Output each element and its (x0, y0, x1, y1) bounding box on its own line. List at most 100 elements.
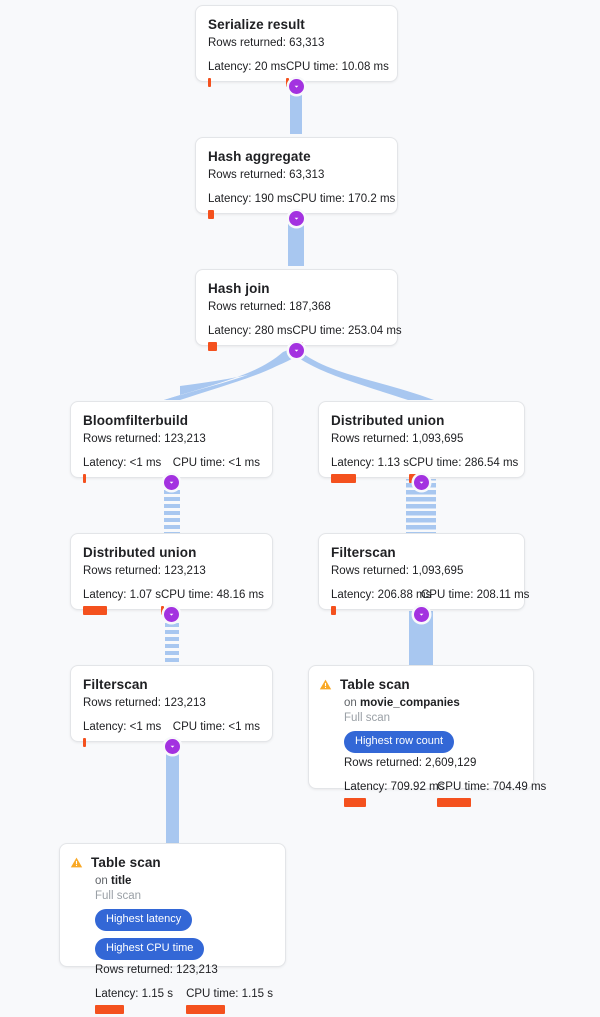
table-name: movie_companies (360, 697, 460, 709)
cpu-label: CPU time: 704.49 ms (437, 781, 547, 793)
chevron-down-icon-filterscan-right[interactable] (414, 607, 429, 622)
cpu-metric: CPU time: 48.16 ms (161, 588, 264, 615)
plan-node-distributed-union-right[interactable]: Distributed union Rows returned: 1,093,6… (318, 401, 525, 483)
scan-type: Full scan (344, 712, 391, 724)
plan-node-bloomfilterbuild[interactable]: Bloomfilterbuild Rows returned: 123,213 … (70, 401, 273, 483)
latency-label: Latency: 206.88 ms (331, 589, 432, 601)
edge-distributed-union-to-filterscan-left (165, 611, 179, 665)
node-title: Serialize result (208, 17, 305, 32)
rows-returned: Rows returned: 123,213 (83, 565, 206, 577)
node-title: Hash aggregate (208, 149, 311, 164)
chevron-down-icon-distributed-union-left[interactable] (164, 607, 179, 622)
latency-label: Latency: <1 ms (83, 721, 162, 733)
plan-node-filterscan-left[interactable]: Filterscan Rows returned: 123,213 Latenc… (70, 665, 273, 747)
node-title: Distributed union (331, 413, 445, 428)
node-title: Distributed union (83, 545, 197, 560)
cpu-label: CPU time: 1.15 s (186, 988, 273, 1000)
chevron-down-glyph (169, 481, 174, 484)
chevron-down-glyph (294, 349, 299, 352)
badge-list: Highest latency Highest CPU time (95, 909, 273, 960)
node-title: Filterscan (331, 545, 396, 560)
node-metrics: Latency: <1 ms CPU time: <1 ms (83, 720, 260, 747)
chevron-down-icon-hash-join[interactable] (289, 343, 304, 358)
node-header: Table scan (70, 854, 273, 874)
node-header: Filterscan (83, 676, 260, 693)
rows-returned: Rows returned: 187,368 (208, 301, 331, 313)
latency-metric: Latency: 20 ms (208, 60, 286, 87)
cpu-label: CPU time: 253.04 ms (292, 325, 402, 337)
plan-node-filterscan-right[interactable]: Filterscan Rows returned: 1,093,695 Late… (318, 533, 529, 615)
chevron-down-icon-serialize-result[interactable] (289, 79, 304, 94)
chevron-down-icon-bloomfilterbuild[interactable] (164, 475, 179, 490)
cpu-metric: CPU time: 10.08 ms (285, 60, 389, 87)
chevron-down-icon-hash-aggregate[interactable] (289, 211, 304, 226)
cpu-metric: CPU time: 208.11 ms (421, 588, 529, 615)
edge-bloomfilterbuild-to-distributed-union (164, 479, 180, 533)
latency-label: Latency: 1.13 s (331, 457, 409, 469)
latency-label: Latency: 709.92 ms (344, 781, 445, 793)
cpu-label: CPU time: 10.08 ms (285, 61, 389, 73)
cpu-metric: CPU time: <1 ms (172, 720, 260, 747)
node-header: Distributed union (83, 544, 260, 561)
plan-node-table-scan-movie-companies[interactable]: Table scan on movie_companies Full scan … (308, 665, 546, 807)
table-target: on movie_companies (344, 696, 521, 711)
status-badge-highest-latency[interactable]: Highest latency (95, 909, 193, 931)
cpu-bar (186, 1005, 226, 1014)
rows-returned: Rows returned: 2,609,129 (344, 757, 477, 769)
edge-serialize-to-hash-aggregate (290, 82, 302, 134)
latency-metric: Latency: <1 ms (83, 720, 173, 747)
chevron-down-glyph (170, 745, 175, 748)
node-title: Table scan (340, 677, 410, 692)
chevron-down-glyph (419, 613, 424, 616)
node-metrics: Latency: 1.07 s CPU time: 48.16 ms (83, 588, 264, 615)
latency-metric: Latency: <1 ms (83, 456, 173, 483)
latency-bar (83, 738, 86, 747)
cpu-metric: CPU time: 704.49 ms (437, 780, 546, 807)
latency-label: Latency: 1.07 s (83, 589, 161, 601)
cpu-label: CPU time: 48.16 ms (161, 589, 264, 601)
latency-label: Latency: 280 ms (208, 325, 293, 337)
node-metrics: Latency: 1.15 s CPU time: 1.15 s (95, 987, 273, 1014)
rows-returned: Rows returned: 63,313 (208, 169, 325, 181)
plan-node-distributed-union-left[interactable]: Distributed union Rows returned: 123,213… (70, 533, 273, 615)
status-badge-highest-row-count[interactable]: Highest row count (344, 731, 455, 753)
latency-metric: Latency: 1.15 s (95, 987, 186, 1014)
edge-hash-join-to-distributed-union (296, 350, 434, 400)
node-metrics: Latency: 709.92 ms CPU time: 704.49 ms (344, 780, 546, 807)
edge-hash-aggregate-to-hash-join (288, 214, 304, 266)
latency-metric: Latency: 190 ms (208, 192, 292, 219)
latency-metric: Latency: 1.07 s (83, 588, 161, 615)
node-body: on movie_companies Full scan Highest row… (319, 696, 546, 807)
edge-hash-join-to-bloomfilterbuild (164, 349, 297, 400)
plan-node-table-scan-title[interactable]: Table scan on title Full scan Highest la… (59, 843, 286, 1014)
node-header: Hash join (208, 280, 385, 297)
node-title: Filterscan (83, 677, 148, 692)
on-label: on (95, 875, 111, 887)
latency-bar (208, 78, 211, 87)
latency-bar (331, 606, 336, 615)
plan-node-hash-join[interactable]: Hash join Rows returned: 187,368 Latency… (195, 269, 402, 351)
plan-node-hash-aggregate[interactable]: Hash aggregate Rows returned: 63,313 Lat… (195, 137, 398, 219)
chevron-down-glyph (294, 217, 299, 220)
cpu-bar (285, 78, 289, 87)
badge-list: Highest row count (344, 731, 521, 753)
rows-returned: Rows returned: 123,213 (83, 433, 206, 445)
node-metrics: Latency: 20 ms CPU time: 10.08 ms (208, 60, 389, 87)
node-body: on title Full scan Highest latency Highe… (70, 874, 273, 1014)
rows-returned: Rows returned: 1,093,695 (331, 433, 464, 445)
rows-returned: Rows returned: 123,213 (83, 697, 206, 709)
node-header: Hash aggregate (208, 148, 385, 165)
node-header: Distributed union (331, 412, 512, 429)
latency-bar (95, 1005, 124, 1014)
chevron-down-icon-filterscan-left[interactable] (165, 739, 180, 754)
cpu-label: CPU time: 208.11 ms (421, 589, 530, 601)
table-name: title (111, 875, 132, 887)
latency-bar (344, 798, 366, 807)
node-metrics: Latency: 206.88 ms CPU time: 208.11 ms (331, 588, 529, 615)
plan-node-serialize-result[interactable]: Serialize result Rows returned: 63,313 L… (195, 5, 398, 87)
status-badge-highest-cpu-time[interactable]: Highest CPU time (95, 938, 205, 960)
chevron-down-icon-distributed-union-right[interactable] (414, 475, 429, 490)
latency-metric: Latency: 709.92 ms (344, 780, 445, 807)
node-title: Hash join (208, 281, 270, 296)
